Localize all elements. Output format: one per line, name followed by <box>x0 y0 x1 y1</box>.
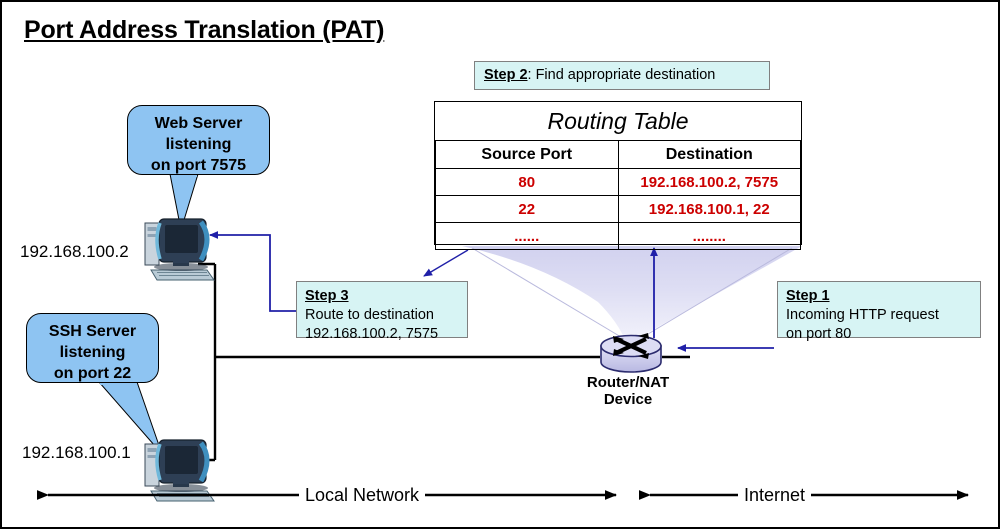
step-2-text: : Find appropriate destination <box>527 67 716 83</box>
web-server-bubble-line-3: on port 7575 <box>150 157 247 174</box>
cell-source-port: 22 <box>435 195 619 223</box>
ssh-server-ip-label: 192.168.100.1 <box>22 443 131 462</box>
table-row: 22 192.168.100.1, 22 <box>435 195 801 223</box>
page-title: Port Address Translation (PAT) <box>24 16 385 44</box>
cell-source-port: ...... <box>435 222 619 250</box>
router-icon <box>600 333 662 373</box>
step-1-line-1: Incoming HTTP request <box>786 307 939 323</box>
router-label: Router/NAT Device <box>568 374 688 408</box>
web-server-bubble-line-2: listening <box>165 136 232 153</box>
cell-destination: 192.168.100.2, 7575 <box>617 168 801 196</box>
zone-label-internet: Internet <box>738 485 812 506</box>
web-server-bubble: Web Server listening on port 7575 <box>127 105 270 175</box>
column-header-destination: Destination <box>617 140 801 169</box>
step-1-title: Step 1 <box>786 288 830 304</box>
cell-source-port: 80 <box>435 168 619 196</box>
step-2-title: Step 2 <box>484 67 528 83</box>
step-1-callout: Step 1 Incoming HTTP request on port 80 <box>777 281 981 342</box>
step-2-callout: Step 2: Find appropriate destination <box>474 61 770 90</box>
web-server-ip-label: 192.168.100.2 <box>20 242 129 261</box>
zone-label-local-network: Local Network <box>299 485 426 506</box>
step-1-line-2: on port 80 <box>786 326 852 342</box>
flow-arrows <box>209 231 774 352</box>
ssh-server-bubble-line-3: on port 22 <box>53 365 132 382</box>
web-server-computer-icon <box>144 218 215 281</box>
ssh-server-bubble: SSH Server listening on port 22 <box>26 313 159 383</box>
router-label-line-1: Router/NAT <box>586 374 670 391</box>
nat-lookup-cone <box>462 246 802 342</box>
cell-destination: 192.168.100.1, 22 <box>617 195 801 223</box>
column-header-source-port: Source Port <box>435 140 619 169</box>
ssh-server-bubble-line-1: SSH Server <box>48 323 137 340</box>
table-row: 80 192.168.100.2, 7575 <box>435 168 801 196</box>
routing-table-title: Routing Table <box>435 102 801 141</box>
table-row: ...... ........ <box>435 222 801 250</box>
ssh-server-computer-icon <box>144 439 215 502</box>
router-label-line-2: Device <box>603 391 653 408</box>
step-3-title: Step 3 <box>305 288 349 304</box>
step-3-callout: Step 3 Route to destination 192.168.100.… <box>296 281 468 342</box>
routing-table: Routing Table Source Port Destination 80… <box>434 101 802 250</box>
cell-destination: ........ <box>617 222 801 250</box>
step-3-line-2: 192.168.100.2, 7575 <box>305 326 439 342</box>
web-server-bubble-line-1: Web Server <box>154 115 243 132</box>
ssh-server-bubble-line-2: listening <box>59 344 126 361</box>
step-3-line-1: Route to destination <box>305 307 434 323</box>
